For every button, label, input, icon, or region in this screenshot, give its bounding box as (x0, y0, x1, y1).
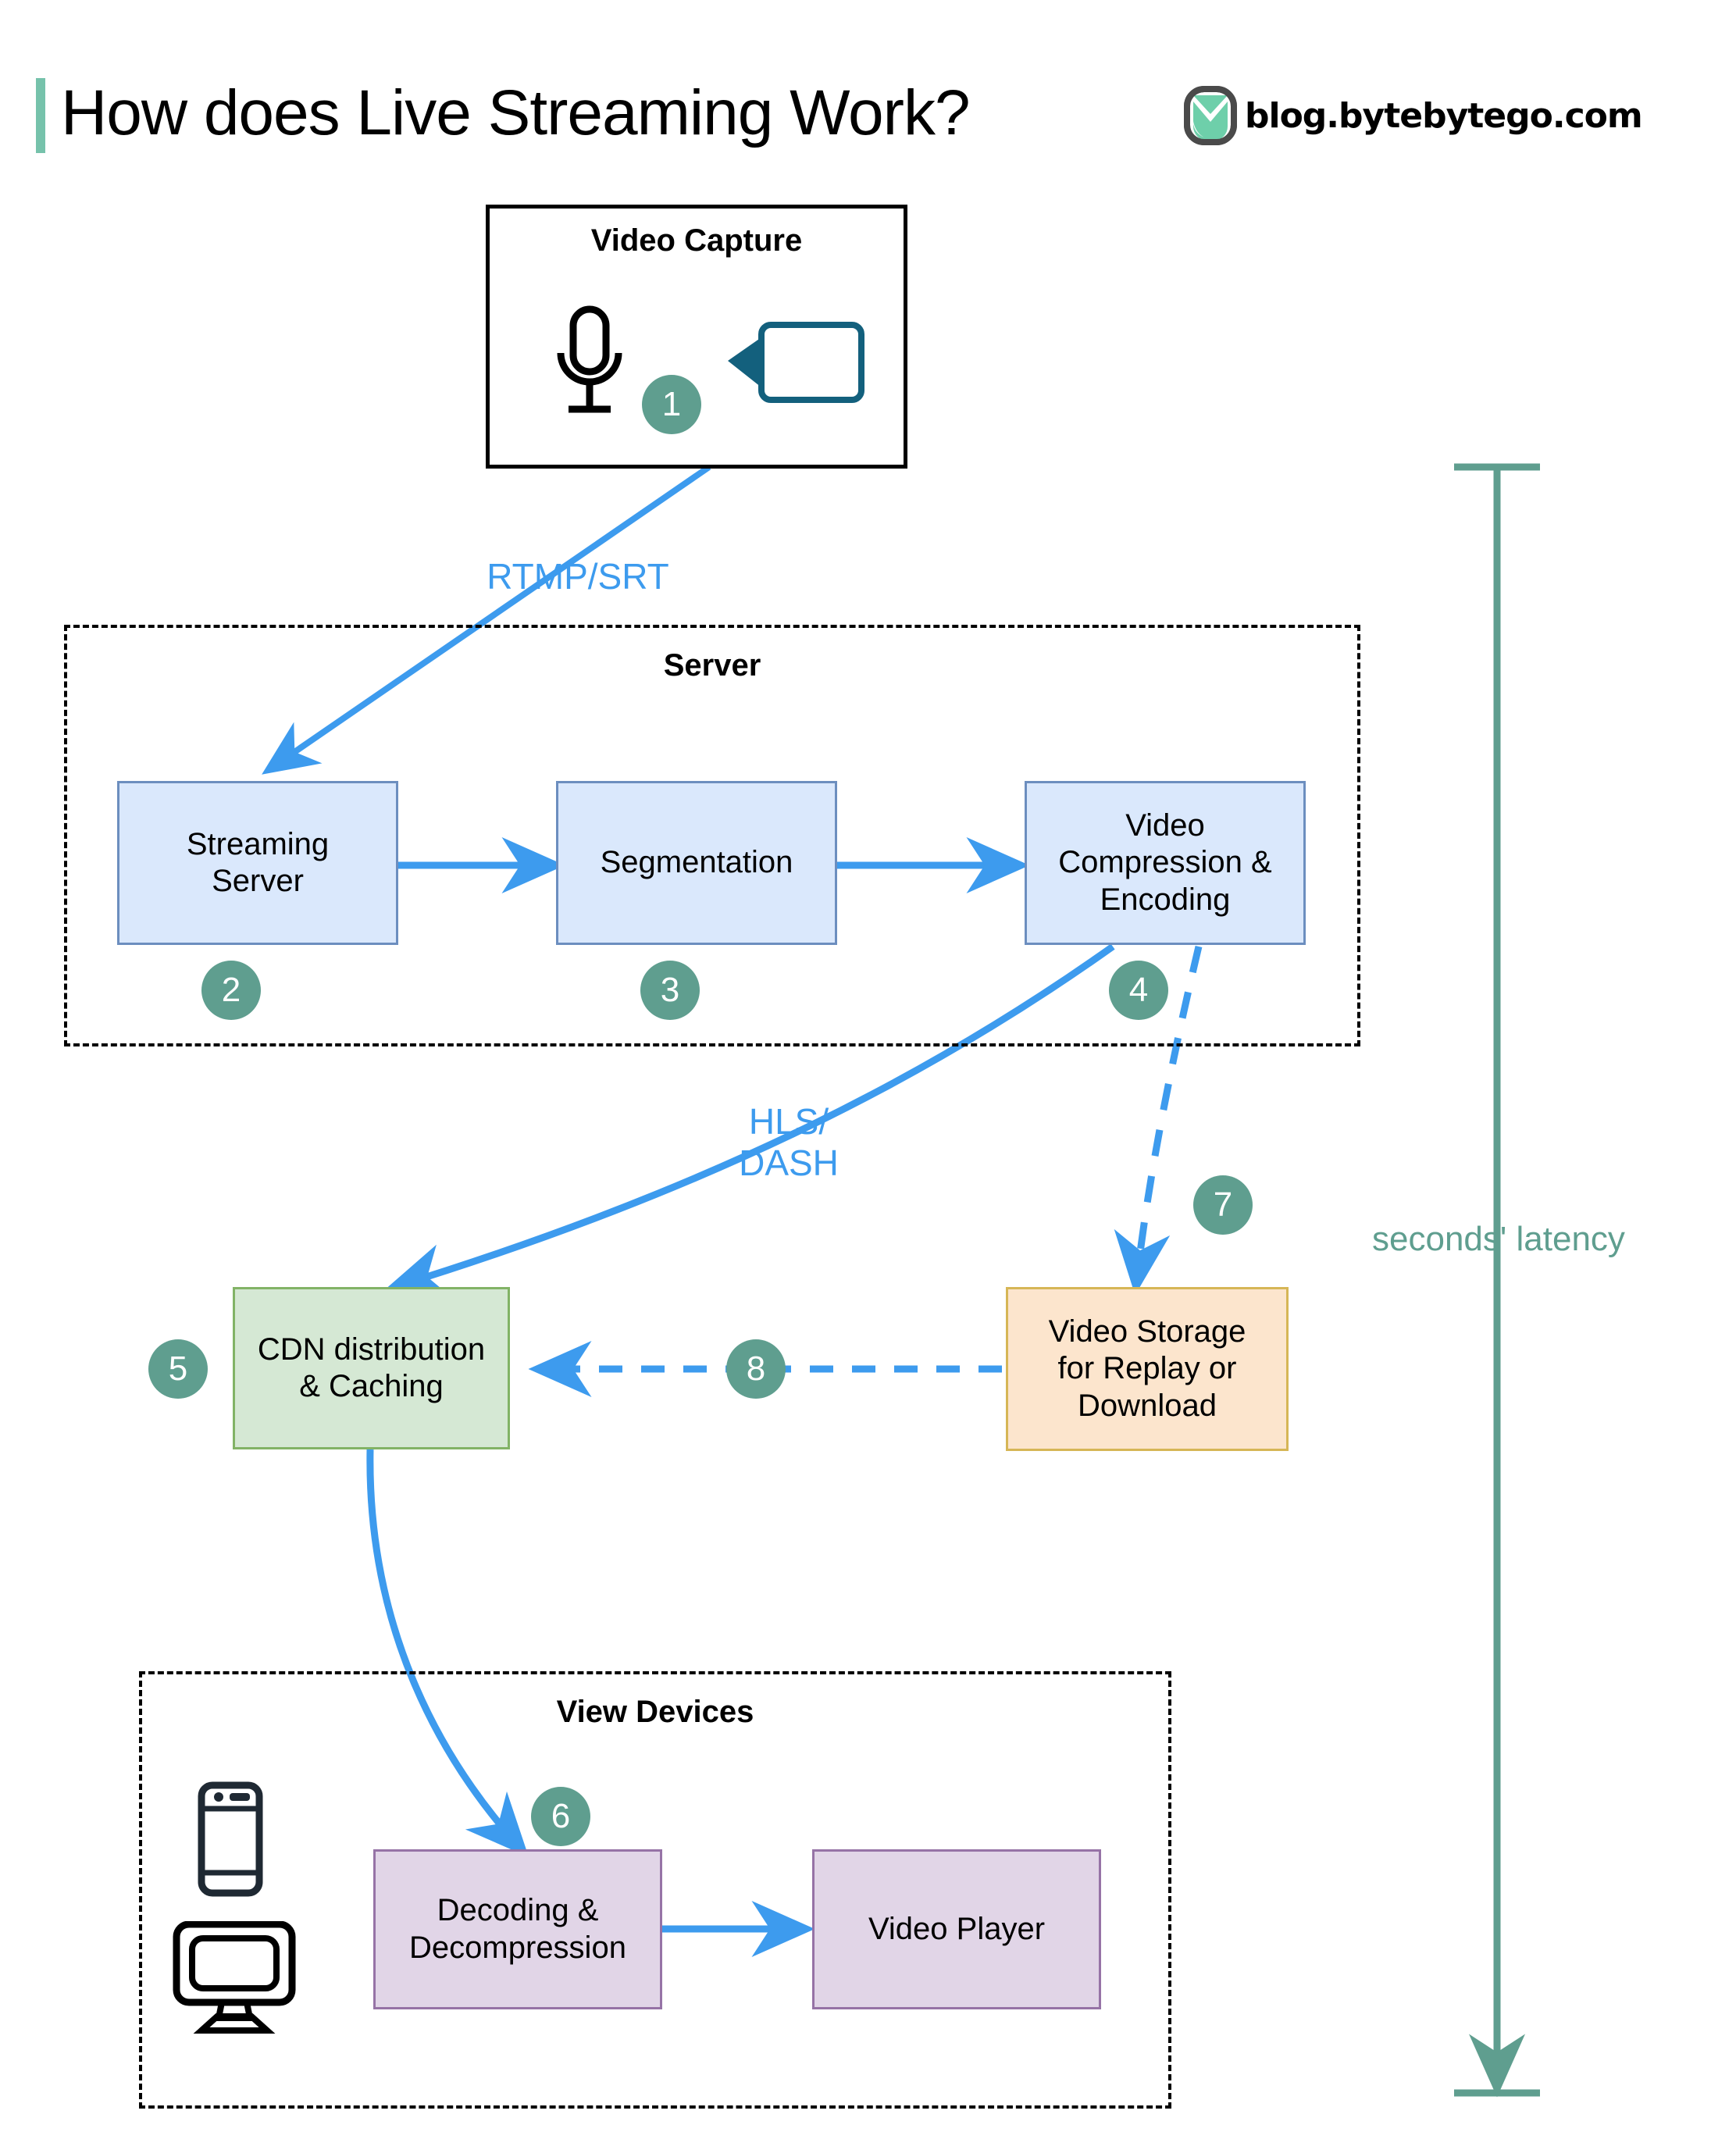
node-video-player-label: Video Player (868, 1911, 1046, 1946)
node-video-player[interactable]: Video Player (812, 1849, 1101, 2009)
step-badge-8: 8 (726, 1339, 786, 1399)
node-decoding-label: Decoding & Decompression (409, 1893, 626, 1965)
node-cdn[interactable]: CDN distribution & Caching (233, 1287, 510, 1449)
server-label: Server (663, 648, 761, 683)
node-segmentation-label: Segmentation (600, 845, 793, 880)
node-streaming-server[interactable]: Streaming Server (117, 781, 398, 945)
brand-url: blog.bytebytego.com (1245, 95, 1643, 136)
node-video-compression[interactable]: Video Compression & Encoding (1025, 781, 1306, 945)
page-header: How does Live Streaming Work? blog.byteb… (0, 34, 1736, 153)
node-video-storage[interactable]: Video Storage for Replay or Download (1006, 1287, 1289, 1451)
microphone-icon (547, 305, 633, 422)
video-capture-label: Video Capture (590, 223, 803, 258)
video-capture-group (486, 205, 907, 469)
step-badge-1: 1 (642, 375, 701, 434)
view-devices-group (139, 1671, 1171, 2109)
page-title: How does Live Streaming Work? (61, 77, 971, 148)
bytebytego-logo-icon (1184, 86, 1237, 145)
brand-block: blog.bytebytego.com (1184, 86, 1643, 145)
step-badge-7: 7 (1193, 1175, 1253, 1235)
step-badge-3: 3 (640, 961, 700, 1020)
camcorder-icon (718, 320, 867, 406)
desktop-monitor-icon (172, 1920, 297, 2034)
node-cdn-label: CDN distribution & Caching (257, 1332, 486, 1403)
title-accent-bar (36, 78, 45, 153)
step-badge-2: 2 (201, 961, 261, 1020)
node-segmentation[interactable]: Segmentation (556, 781, 837, 945)
node-streaming-server-label: Streaming Server (186, 826, 330, 898)
node-video-storage-label: Video Storage for Replay or Download (1048, 1314, 1246, 1423)
server-group (64, 625, 1360, 1046)
step-badge-4: 4 (1109, 961, 1168, 1020)
node-video-compression-label: Video Compression & Encoding (1058, 808, 1272, 917)
node-decoding[interactable]: Decoding & Decompression (373, 1849, 662, 2009)
edge-label-hls-dash: HLS/ DASH (739, 1101, 839, 1183)
step-badge-5: 5 (148, 1339, 208, 1399)
view-devices-label: View Devices (556, 1695, 754, 1729)
step-badge-6: 6 (531, 1787, 590, 1846)
mobile-phone-icon (195, 1781, 266, 1898)
latency-label: seconds' latency (1372, 1220, 1625, 1258)
edge-label-rtmp-srt: RTMP/SRT (487, 556, 669, 597)
